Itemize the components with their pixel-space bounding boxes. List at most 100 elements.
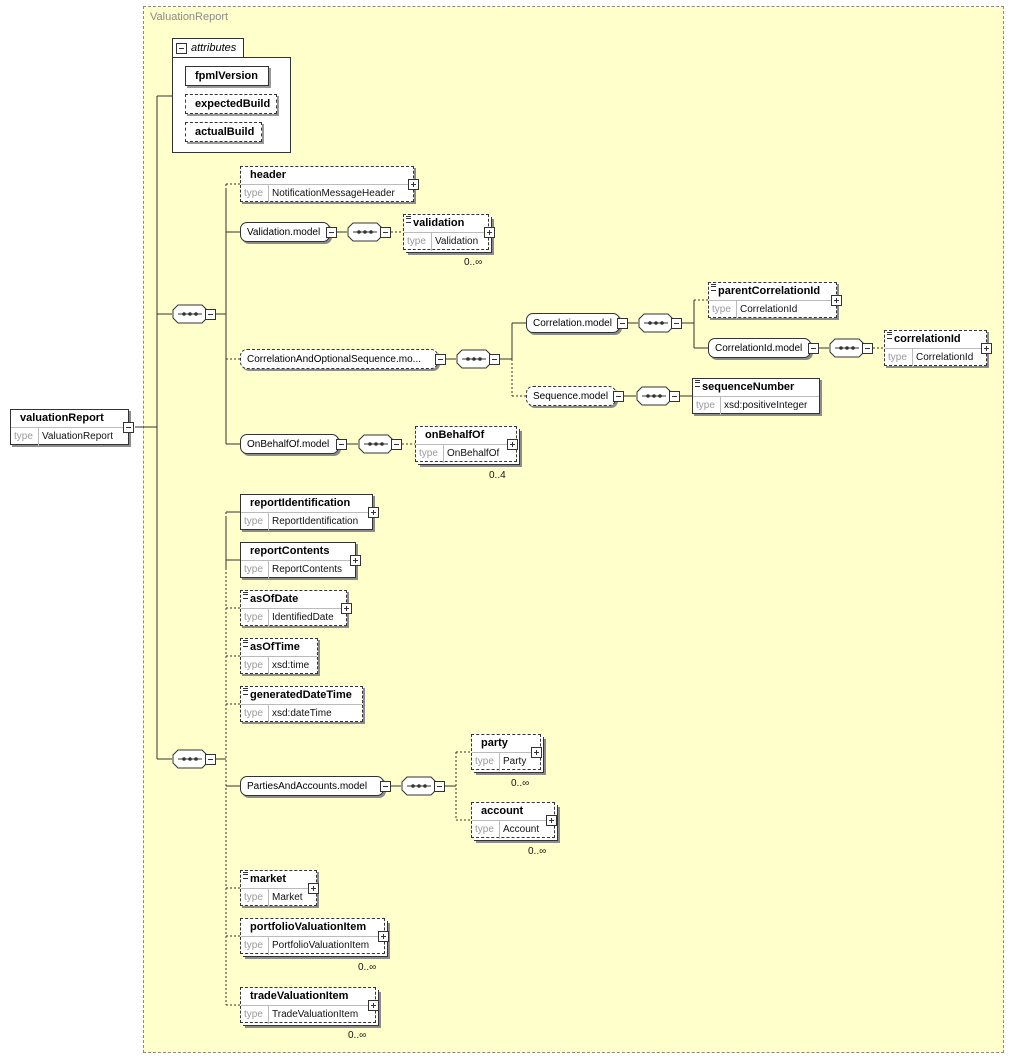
sequence-compositor-icon[interactable] xyxy=(358,434,394,454)
complex-type-label: ValuationReport xyxy=(150,11,229,23)
collapse-icon[interactable] xyxy=(617,318,628,329)
expand-icon[interactable] xyxy=(484,227,495,238)
collapse-icon[interactable] xyxy=(391,439,402,450)
type-key: type xyxy=(416,445,444,463)
expand-icon[interactable] xyxy=(368,1000,379,1011)
group-correlationid-model[interactable]: CorrelationId.model xyxy=(708,338,811,358)
element-type: xsd:dateTime xyxy=(272,708,332,719)
type-key: type xyxy=(241,185,269,203)
type-key: type xyxy=(241,1006,269,1024)
element-name: sequenceNumber xyxy=(693,379,819,397)
group-sequence-model[interactable]: Sequence.model xyxy=(526,386,616,406)
element-type: ReportContents xyxy=(272,564,343,575)
expand-icon[interactable] xyxy=(507,439,518,450)
element-type: IdentifiedDate xyxy=(272,612,334,623)
attributes-tab[interactable]: attributes xyxy=(172,38,244,58)
expand-icon[interactable] xyxy=(368,507,379,518)
expand-icon[interactable] xyxy=(531,747,542,758)
sequence-compositor-icon[interactable] xyxy=(636,386,672,406)
collapse-icon[interactable] xyxy=(808,343,819,354)
expand-icon[interactable] xyxy=(831,295,842,306)
collapse-icon[interactable] xyxy=(380,227,391,238)
type-key: type xyxy=(472,753,500,771)
group-correlation-and-optional-sequence-model[interactable]: CorrelationAndOptionalSequence.mo... xyxy=(240,349,438,369)
collapse-icon[interactable] xyxy=(205,754,216,765)
element-name: asOfTime xyxy=(241,639,317,657)
collapse-icon[interactable] xyxy=(205,309,216,320)
documentation-icon xyxy=(243,688,248,695)
collapse-icon[interactable] xyxy=(336,439,347,450)
element-type: PortfolioValuationItem xyxy=(272,940,370,951)
group-onbehalfof-model[interactable]: OnBehalfOf.model xyxy=(240,434,339,454)
collapse-icon[interactable] xyxy=(613,391,624,402)
cardinality-label: 0..∞ xyxy=(358,962,377,973)
type-key: type xyxy=(241,561,269,579)
sequence-compositor-icon[interactable] xyxy=(638,313,674,333)
collapse-icon[interactable] xyxy=(862,343,873,354)
expand-icon[interactable] xyxy=(378,931,389,942)
group-correlation-model[interactable]: Correlation.model xyxy=(526,313,620,333)
documentation-icon xyxy=(711,284,716,291)
expand-icon[interactable] xyxy=(981,343,992,354)
type-key: type xyxy=(241,657,269,675)
collapse-icon[interactable] xyxy=(123,422,134,433)
expand-icon[interactable] xyxy=(408,179,419,190)
collapse-icon[interactable] xyxy=(380,781,391,792)
expand-icon[interactable] xyxy=(546,815,557,826)
element-type: Party xyxy=(503,756,527,767)
element-name: reportIdentification xyxy=(241,495,372,513)
type-key: type xyxy=(241,937,269,955)
collapse-icon[interactable] xyxy=(435,354,446,365)
type-key: type xyxy=(885,349,913,367)
sequence-compositor-icon[interactable] xyxy=(172,749,208,769)
collapse-icon[interactable] xyxy=(434,781,445,792)
sequence-compositor-icon[interactable] xyxy=(347,222,383,242)
attribute-expectedbuild[interactable]: expectedBuild xyxy=(185,94,277,114)
element-type: TradeValuationItem xyxy=(272,1009,359,1020)
expand-icon[interactable] xyxy=(350,555,361,566)
cardinality-label: 0..∞ xyxy=(348,1030,367,1041)
expand-icon[interactable] xyxy=(308,883,319,894)
sequence-compositor-icon[interactable] xyxy=(401,776,437,796)
type-key: type xyxy=(472,821,500,839)
sequence-compositor-icon[interactable] xyxy=(456,349,492,369)
collapse-icon[interactable] xyxy=(326,227,337,238)
reference-icon xyxy=(243,872,248,879)
attribute-fpmlversion[interactable]: fpmlVersion xyxy=(185,66,269,86)
collapse-icon[interactable] xyxy=(669,391,680,402)
cardinality-label: 0..∞ xyxy=(464,257,483,268)
element-name: party xyxy=(472,735,540,753)
expand-icon[interactable] xyxy=(341,603,352,614)
element-name: account xyxy=(472,803,554,821)
attribute-actualbuild[interactable]: actualBuild xyxy=(185,122,262,142)
sequence-compositor-icon[interactable] xyxy=(172,304,208,324)
collapse-icon[interactable] xyxy=(176,43,187,54)
group-parties-and-accounts-model[interactable]: PartiesAndAccounts.model xyxy=(240,776,384,796)
collapse-icon[interactable] xyxy=(671,318,682,329)
element-name: tradeValuationItem xyxy=(241,988,375,1006)
element-name: market xyxy=(241,871,316,889)
group-validation-model[interactable]: Validation.model xyxy=(240,222,330,242)
sequence-compositor-icon[interactable] xyxy=(829,338,865,358)
element-name: onBehalfOf xyxy=(416,427,516,445)
collapse-icon[interactable] xyxy=(489,354,500,365)
element-type: CorrelationId xyxy=(740,304,798,315)
